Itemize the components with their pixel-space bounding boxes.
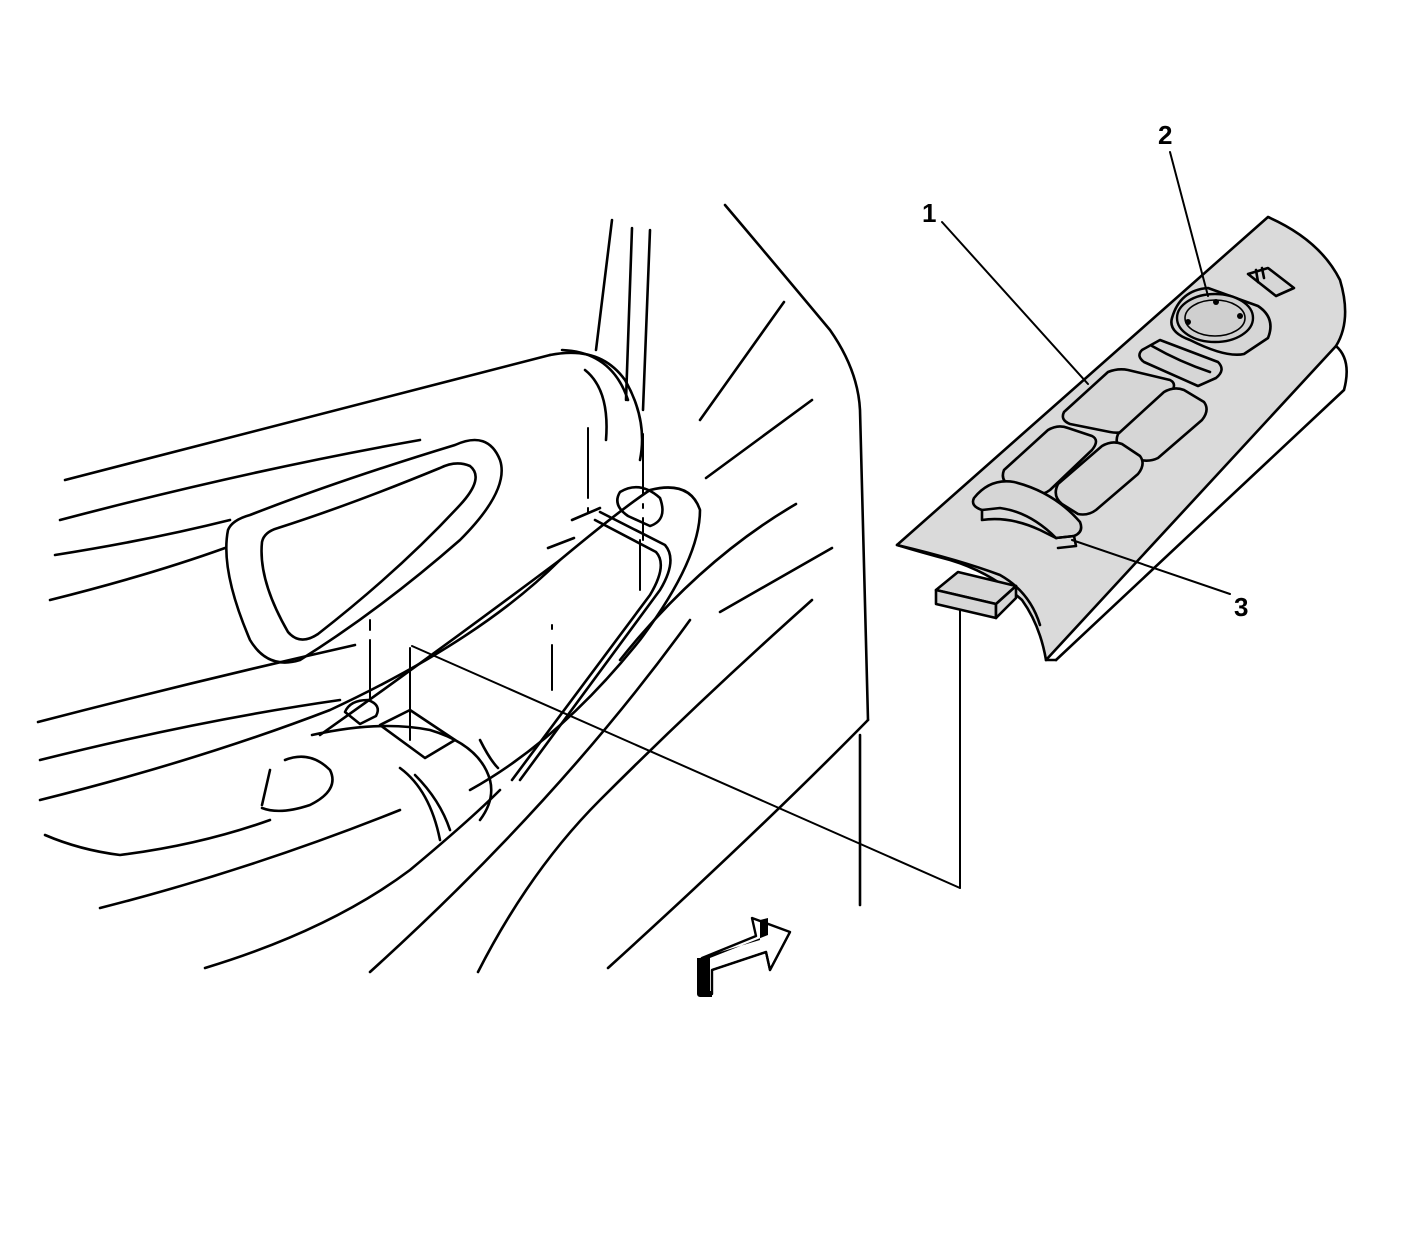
door-trim-panel: [36, 203, 870, 974]
callout-1-label: 1: [922, 198, 936, 228]
direction-arrow-icon: [697, 916, 792, 997]
callout-2-label: 2: [1158, 120, 1172, 150]
window-switch-assembly: [895, 215, 1348, 662]
callout-3-label: 3: [1234, 592, 1248, 622]
window-switch-buttons: [1001, 368, 1208, 516]
mirror-control-switch: [1170, 286, 1272, 356]
installation-guide-lines: [369, 427, 961, 906]
callout-leaders: [941, 151, 1231, 595]
